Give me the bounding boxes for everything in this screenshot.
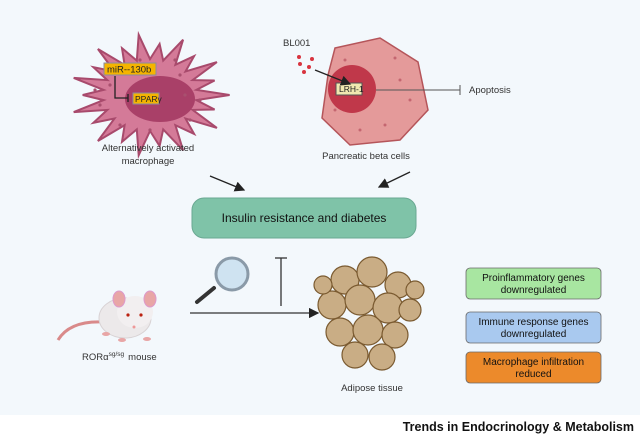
bl001-arrow <box>314 69 352 86</box>
mir-130b-box <box>103 62 157 76</box>
figure: miR--130b PPARγ Alternatively activated … <box>0 0 640 415</box>
mouse-illustration <box>56 290 157 342</box>
cytoplasm-dot <box>93 88 97 92</box>
adipocyte <box>356 256 388 288</box>
apoptosis-label: Apoptosis <box>469 85 511 96</box>
arrow-beta-to-insulin <box>377 171 411 188</box>
effect-label: downregulated <box>501 329 567 340</box>
cytoplasm-dot <box>358 128 362 132</box>
adipocyte <box>398 298 422 322</box>
adipose-label: Adipose tissue <box>341 383 403 394</box>
cytoplasm-dot <box>198 98 202 102</box>
macrophage-nucleus <box>125 76 195 122</box>
adipocyte <box>313 275 333 295</box>
adipocyte <box>352 314 384 346</box>
cytoplasm-dot <box>98 103 102 107</box>
effect-label: Proinflammatory genes <box>482 273 585 284</box>
beta-cells-label: Pancreatic beta cells <box>322 151 410 162</box>
lrh1-label: LRH-1 <box>339 84 364 94</box>
cytoplasm-dot <box>398 78 402 82</box>
adipocyte <box>344 284 376 316</box>
cytoplasm-dot <box>148 128 152 132</box>
adipocyte <box>341 341 369 369</box>
bl001-label: BL001 <box>283 38 310 49</box>
inhibition-arrow <box>114 76 128 99</box>
macrophage: miR--130b PPARγ <box>73 30 230 160</box>
macrophage-label-2: macrophage <box>122 156 175 167</box>
bl001-molecules <box>297 55 314 74</box>
arrow-macrophage-to-insulin <box>209 175 246 192</box>
effect-label: Macrophage infiltration <box>483 357 584 368</box>
ppar-box <box>132 92 160 105</box>
cytoplasm-dot <box>333 108 337 112</box>
cytoplasm-dot <box>108 83 112 87</box>
cytoplasm-dot <box>173 58 177 62</box>
magnifier-icon <box>195 256 250 304</box>
adipocyte <box>368 343 396 371</box>
macrophage-label-1: Alternatively activated <box>102 143 194 154</box>
ppar-label: PPARγ <box>135 94 163 104</box>
cytoplasm-dot <box>178 73 182 77</box>
diagram: miR--130b PPARγ Alternatively activated … <box>56 30 602 394</box>
effect-label: downregulated <box>501 285 567 296</box>
cytoplasm-dot <box>408 98 412 102</box>
effect-label: Immune response genes <box>478 317 588 328</box>
cytoplasm-dot <box>393 56 397 60</box>
insulin-resistance-box <box>191 197 417 239</box>
pancreatic-beta-cell: LRH-1 <box>321 37 429 146</box>
adipose-tissue-illustration <box>313 256 425 371</box>
adipocyte <box>325 317 355 347</box>
cytoplasm-dot <box>188 118 192 122</box>
adipocyte <box>405 280 425 300</box>
adipocyte <box>381 321 409 349</box>
cytoplasm-dot <box>138 58 142 62</box>
insulin-resistance-label: Insulin resistance and diabetes <box>222 211 387 225</box>
effect-label: reduced <box>515 369 551 380</box>
cytoplasm-dot <box>118 123 122 127</box>
adipocyte <box>317 290 347 320</box>
cytoplasm-dot <box>183 93 187 97</box>
mir-130b-label: miR--130b <box>107 65 151 76</box>
cytoplasm-dot <box>343 58 347 62</box>
cytoplasm-dot <box>383 123 387 127</box>
journal-footer: Trends in Endocrinology & Metabolism <box>402 420 634 434</box>
